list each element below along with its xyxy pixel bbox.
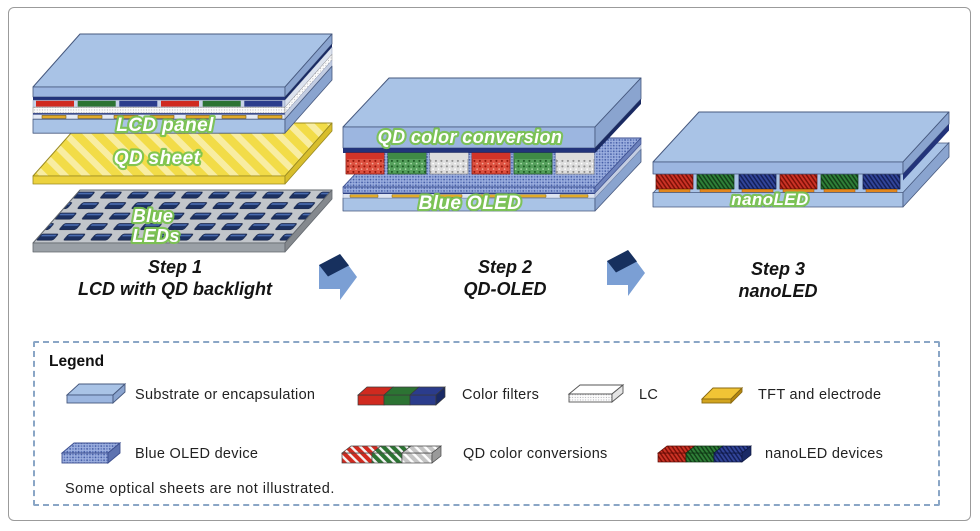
- step1-qd-sheet: [32, 122, 333, 185]
- step2-matrix-strip: [343, 99, 641, 153]
- step1-subtitle: LCD with QD backlight: [77, 279, 272, 299]
- label-blue-leds-line1: Blue: [133, 206, 174, 226]
- step1-bottom-substrate: [32, 65, 333, 134]
- label-nanoled: nanoLED: [731, 190, 808, 209]
- step3-caption: Step 3 nanoLED: [658, 258, 898, 302]
- label-blue-oled: Blue OLED: [419, 193, 522, 214]
- blue-oled-slab-icon: [60, 442, 122, 464]
- figure-frame: [8, 7, 971, 521]
- step3-subtitle: nanoLED: [738, 281, 818, 301]
- color-filters-icon: [357, 386, 446, 406]
- step1-caption: Step 1 LCD with QD backlight: [55, 256, 295, 300]
- legend-label-substrate: Substrate or encapsulation: [135, 387, 316, 403]
- legend-label-color-filters: Color filters: [462, 387, 540, 403]
- step2-stack: QD color conversion Blue OLED: [342, 77, 642, 216]
- step1-top-substrate: [32, 33, 333, 98]
- step3-title: Step 3: [750, 259, 806, 279]
- legend-label-blue-oled: Blue OLED device: [135, 446, 259, 462]
- step2-subtitle: QD-OLED: [463, 279, 547, 299]
- tft-slab-icon: [700, 386, 744, 405]
- step1-title: Step 1: [147, 257, 203, 277]
- label-lcd-panel: LCD panel: [116, 115, 214, 136]
- lc-slab-icon: [567, 384, 625, 403]
- legend-title: Legend: [49, 353, 105, 370]
- step3-top-substrate: [652, 111, 950, 181]
- step2-title: Step 2: [477, 257, 533, 277]
- legend-note: Some optical sheets are not illustrated.: [65, 481, 335, 497]
- arrow-step1-to-step2-icon: [319, 254, 357, 300]
- step3-bottom-substrate: [652, 142, 950, 208]
- legend-label-lc: LC: [639, 387, 659, 403]
- arrow-step2-to-step3-icon: [607, 250, 645, 296]
- legend-label-tft: TFT and electrode: [758, 387, 882, 403]
- step2-top-substrate: [342, 77, 642, 149]
- step3-nanoled-blocks: [655, 173, 901, 193]
- legend-label-nanoled-devices: nanoLED devices: [765, 446, 884, 462]
- label-qd-sheet: QD sheet: [114, 148, 201, 169]
- label-qd-color-conversion: QD color conversion: [378, 127, 563, 147]
- legend-box: Legend Substrate or encapsulation Color …: [33, 341, 940, 506]
- step2-tft-layer: [342, 143, 642, 199]
- qd-color-conversions-icon: [340, 445, 442, 464]
- substrate-slab-icon: [65, 382, 127, 405]
- step3-stack: nanoLED: [652, 111, 950, 211]
- step1-stack: LCD panel QD sheet Blue LEDs: [32, 33, 333, 253]
- step1-color-filters: [32, 46, 333, 108]
- label-blue-leds-line2: LEDs: [132, 226, 180, 246]
- step1-matrix-strip: [33, 44, 332, 101]
- step2-qd-conversion-blocks: [345, 152, 595, 175]
- nanoled-devices-icon: [656, 445, 753, 463]
- step1-blue-led-plate: [32, 189, 333, 253]
- step2-caption: Step 2 QD-OLED: [389, 256, 621, 300]
- legend-label-qd-conversions: QD color conversions: [463, 446, 608, 462]
